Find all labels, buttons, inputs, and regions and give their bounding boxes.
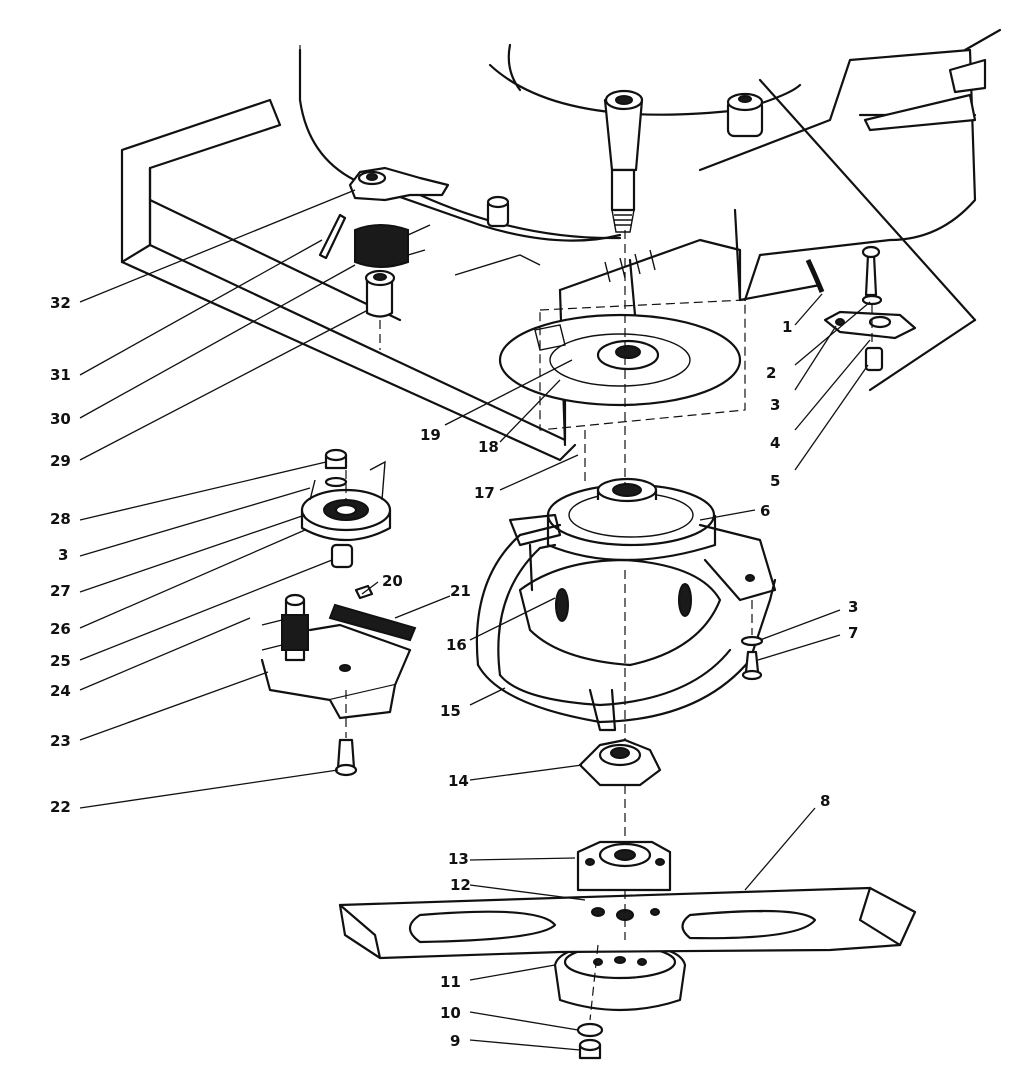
callout-18: 18	[478, 438, 499, 456]
callout-19: 19	[420, 426, 441, 444]
spindle-plate	[498, 313, 742, 407]
callout-5: 5	[770, 472, 780, 490]
callout-3: 3	[770, 396, 780, 414]
callout-22: 22	[50, 798, 71, 816]
callout-32: 32	[50, 294, 71, 312]
cutting-blade	[338, 886, 917, 960]
callout-26: 26	[50, 620, 71, 638]
callout-8: 8	[820, 792, 830, 810]
callout-labels: 1 2 3 4 5 6 3 7 8 9 10 11 12 13 14 15 16…	[50, 294, 858, 1050]
callout-23: 23	[50, 732, 71, 750]
leader-lines	[79, 189, 871, 1051]
callout-3b: 3	[848, 598, 858, 616]
callout-2: 2	[766, 364, 776, 382]
callout-25: 25	[50, 652, 71, 670]
callout-4: 4	[770, 434, 780, 452]
callout-30: 30	[50, 410, 71, 428]
idler-control-parts	[260, 166, 450, 777]
callout-12: 12	[450, 876, 471, 894]
assembly-center-lines	[299, 45, 873, 1021]
callout-27: 27	[50, 582, 71, 600]
callout-24: 24	[50, 682, 71, 700]
callout-17: 17	[474, 484, 495, 502]
callout-29: 29	[50, 452, 71, 470]
callout-21: 21	[450, 582, 471, 600]
callout-13: 13	[448, 850, 469, 868]
callout-1: 1	[782, 318, 792, 336]
callout-16: 16	[446, 636, 467, 654]
callout-15: 15	[440, 702, 461, 720]
pivot-bracket-parts	[740, 245, 917, 681]
engine-crankshaft	[603, 89, 644, 233]
callout-20: 20	[382, 572, 403, 590]
drive-pulley	[546, 477, 717, 562]
callout-3c: 3	[58, 546, 68, 564]
callout-7: 7	[848, 624, 858, 642]
callout-6: 6	[760, 502, 770, 520]
blade-adapter-assembly	[553, 738, 687, 1060]
callout-11: 11	[440, 973, 461, 991]
callout-28: 28	[50, 510, 71, 528]
callout-14: 14	[448, 772, 469, 790]
mower-deck	[120, 28, 1002, 462]
callout-10: 10	[440, 1004, 461, 1022]
callout-31: 31	[50, 366, 71, 384]
blade-drive-housing	[475, 513, 777, 732]
callout-9: 9	[450, 1032, 460, 1050]
